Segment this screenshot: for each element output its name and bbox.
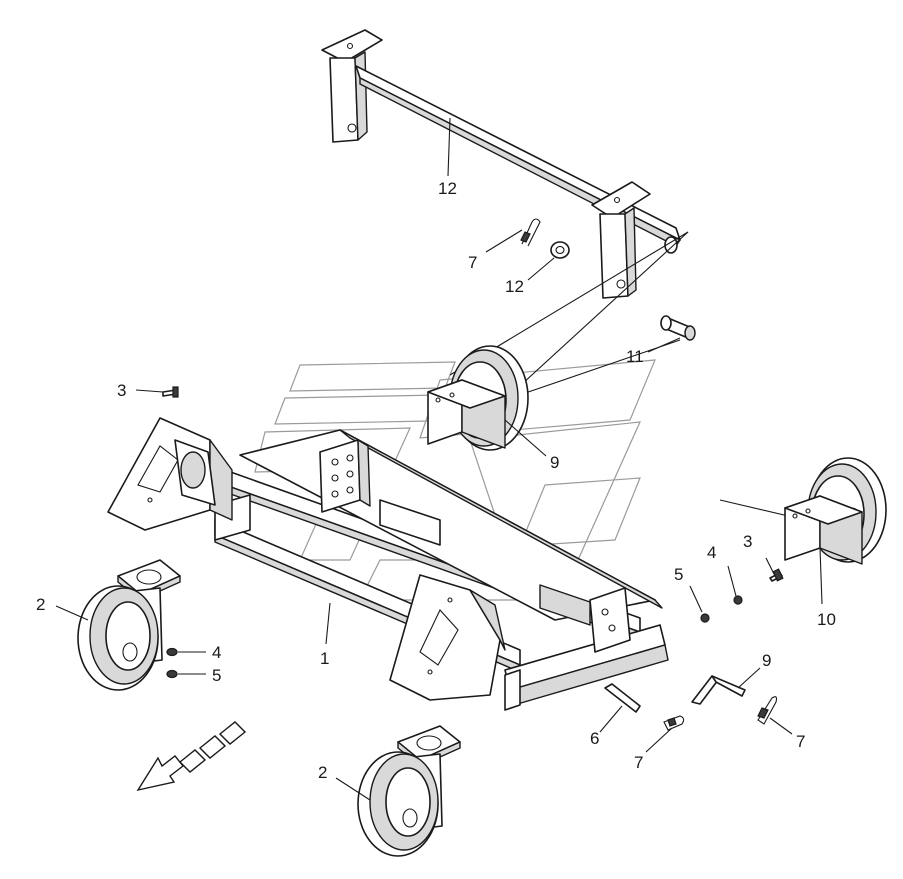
wheel-bracket-assembly-upper [427, 345, 529, 451]
locking-pin [604, 683, 641, 713]
callout-3-left: 3 [117, 381, 126, 400]
upper-frame-bar [321, 29, 681, 299]
nut-left [166, 669, 178, 679]
callout-8: 9 [762, 651, 771, 670]
callout-1: 1 [320, 649, 329, 668]
callout-7-bottom: 7 [634, 753, 643, 772]
callout-3-right: 3 [743, 532, 752, 551]
caster-wheel-bottom [357, 725, 461, 857]
callout-11: 11 [626, 347, 644, 366]
main-chassis-frame [107, 417, 669, 711]
caster-wheel-left [77, 559, 181, 691]
spring-clip-pin [520, 218, 541, 247]
callout-5-right: 5 [674, 565, 683, 584]
spring-clip-right [757, 696, 778, 725]
leader-lines [55, 117, 823, 801]
bolt-right [769, 568, 784, 582]
wheel-bracket-assembly-right [784, 457, 887, 565]
spring-clip-bottom [663, 715, 685, 731]
washer-left [166, 647, 178, 657]
callout-9-upper: 9 [550, 453, 559, 472]
callout-12: 12 [505, 277, 524, 296]
callout-4-right: 4 [707, 543, 716, 562]
nut-right [700, 613, 710, 623]
callout-2-bottom: 2 [318, 763, 327, 782]
direction-arrow-icon [136, 721, 247, 792]
callout-7-right: 7 [796, 732, 805, 751]
callout-9-right: 10 [817, 610, 836, 629]
callout-6: 6 [590, 729, 599, 748]
callout-5-left: 5 [212, 666, 221, 685]
l-shaped-pin [691, 675, 746, 705]
callout-labels: 12 7 12 11 3 9 3 4 5 10 2 4 5 1 9 6 7 7 … [36, 179, 836, 782]
callout-4-left: 4 [212, 643, 221, 662]
hinge-pin [660, 315, 696, 341]
callout-10: 12 [438, 179, 457, 198]
bolt-upper-left [162, 386, 179, 398]
washer-right [733, 595, 743, 605]
callout-2-left: 2 [36, 595, 45, 614]
washer [550, 241, 570, 259]
callout-7-top: 7 [468, 253, 477, 272]
